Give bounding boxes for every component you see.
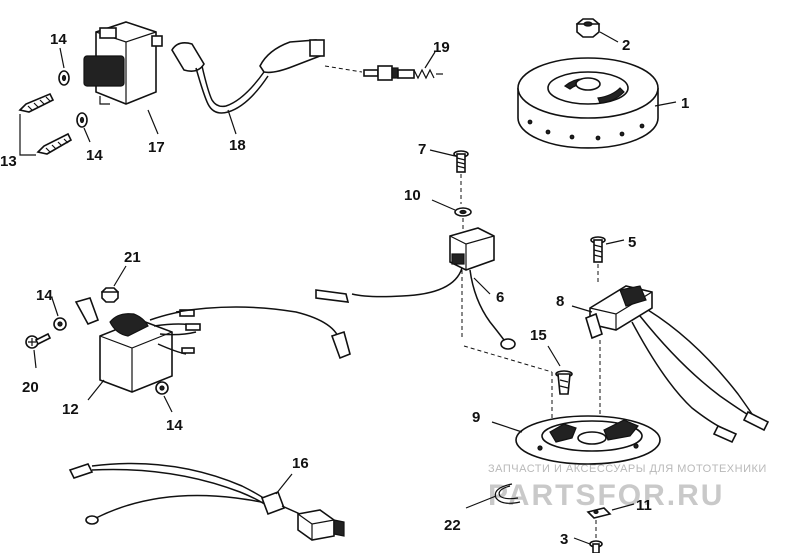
armature-plate	[515, 415, 661, 465]
spark-plug	[324, 65, 443, 81]
label-2: 2	[622, 37, 630, 54]
power-pack	[74, 297, 351, 393]
label-19: 19	[433, 39, 450, 56]
label-3: 3	[560, 531, 568, 548]
label-12: 12	[62, 401, 79, 418]
label-11: 11	[636, 497, 652, 514]
label-14-left: 14	[36, 287, 53, 304]
washer-lower	[155, 381, 169, 395]
screw-3	[589, 520, 603, 553]
trigger-coil	[585, 285, 770, 444]
coil-screw-lower	[36, 132, 73, 155]
washer-top	[58, 70, 70, 86]
label-10: 10	[404, 187, 421, 204]
watermark-logo: PARTSFOR.RU	[488, 479, 724, 512]
stop-switch-harness	[68, 462, 345, 541]
wire-clamp	[586, 507, 612, 519]
washer-10	[454, 207, 472, 217]
label-14-mid: 14	[86, 147, 103, 164]
washer-lower-left	[76, 112, 88, 128]
flywheel-nut	[575, 18, 601, 38]
label-21: 21	[124, 249, 141, 266]
label-15: 15	[530, 327, 547, 344]
flywheel	[517, 57, 659, 149]
retaining-clip	[494, 483, 521, 504]
screw-5	[590, 236, 606, 263]
label-1: 1	[681, 95, 689, 112]
ignition-coil	[83, 21, 163, 105]
label-6: 6	[496, 289, 504, 306]
screw-15	[555, 370, 573, 395]
washer-left	[53, 317, 67, 331]
label-16: 16	[292, 455, 309, 472]
label-9: 9	[472, 409, 480, 426]
label-7: 7	[418, 141, 426, 158]
coil-screw-upper	[18, 92, 55, 113]
charge-coil	[315, 227, 516, 350]
label-20: 20	[22, 379, 39, 396]
label-22: 22	[444, 517, 461, 534]
nut-21	[100, 287, 120, 303]
label-14-lower: 14	[166, 417, 183, 434]
label-18: 18	[229, 137, 246, 154]
label-13: 13	[0, 153, 17, 170]
label-17: 17	[148, 139, 165, 156]
label-5: 5	[628, 234, 636, 251]
screw-7	[453, 150, 469, 204]
spark-plug-lead	[171, 39, 325, 114]
screw-20	[25, 332, 52, 349]
label-14-top: 14	[50, 31, 67, 48]
label-8: 8	[556, 293, 564, 310]
watermark-tagline: ЗАПЧАСТИ И АКСЕССУАРЫ ДЛЯ МОТОТЕХНИКИ	[488, 463, 767, 475]
